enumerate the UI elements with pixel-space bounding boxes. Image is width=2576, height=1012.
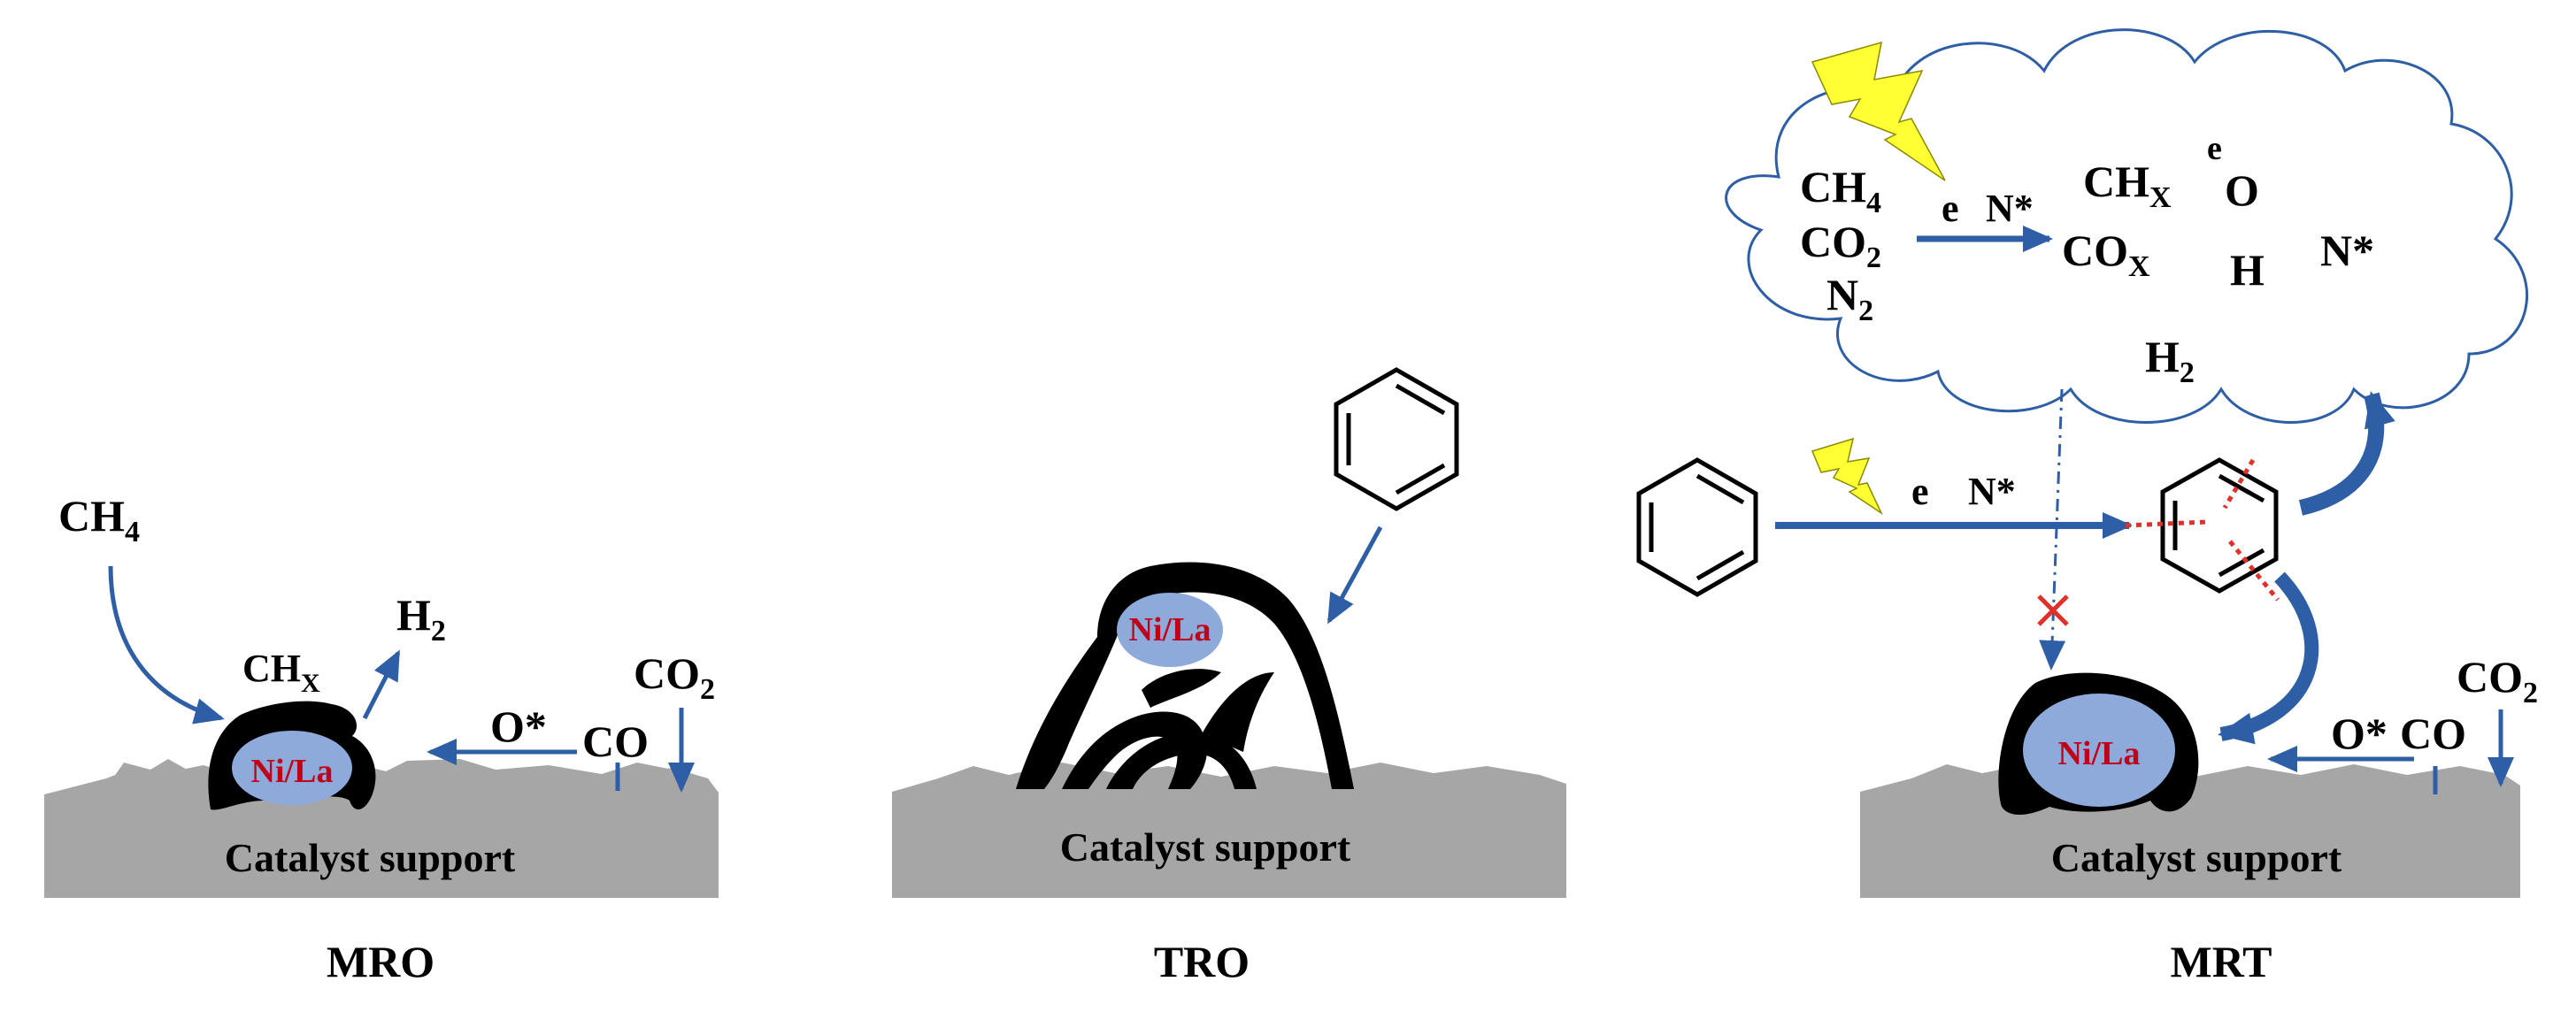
- co-label: CO: [582, 717, 649, 766]
- caption-mrt: MRT: [2171, 937, 2272, 986]
- support-label: Catalyst support: [1060, 824, 1351, 870]
- benzene-ring-icon: [1334, 367, 1459, 511]
- panel-mrt: CH4 CO2 N2 e N* CHX COX e O H N* H2 e N*: [1636, 28, 2538, 986]
- cloud-ch4-label: CH4: [1800, 162, 1881, 219]
- cloud-n-star-label: N*: [1986, 187, 2034, 230]
- to-cloud-arrow: [2298, 391, 2395, 516]
- co2-label: CO2: [2457, 652, 2538, 709]
- ch4-label: CH4: [58, 491, 140, 548]
- main-e-label: e: [1911, 470, 1929, 513]
- cloud-cox-label: COX: [2062, 226, 2150, 283]
- cloud-h-label: H: [2230, 245, 2265, 295]
- ni-la-particle: [1117, 593, 1223, 667]
- h2-release-arrow: [362, 649, 401, 720]
- plasma-cloud: [1725, 28, 2528, 424]
- caption-mro: MRO: [327, 937, 434, 986]
- cloud-n2-label: N2: [1826, 270, 1873, 327]
- cloud-chx-label: CHX: [2083, 157, 2172, 214]
- catalyst-support: [892, 763, 1566, 898]
- cloud-e-small-label: e: [2207, 130, 2222, 167]
- cloud-co2-label: CO2: [1800, 217, 1881, 274]
- cracked-benzene-ring-icon: [2160, 457, 2279, 594]
- ni-la-particle: [232, 731, 352, 805]
- o-star-label: O*: [490, 702, 547, 751]
- lightning-icon: [1811, 437, 1883, 516]
- blocked-x-icon: [2037, 594, 2069, 626]
- chx-label: CHX: [242, 647, 320, 698]
- co2-label: CO2: [634, 648, 715, 706]
- catalyst-label: Ni/La: [1129, 611, 1211, 648]
- panel-mro: Catalyst support Ni/La CH4 CHX H2 O* CO …: [44, 491, 719, 986]
- cloud-n-star-right-label: N*: [2320, 226, 2374, 275]
- bond-break-marks: [2125, 458, 2280, 602]
- co-label: CO: [2400, 709, 2466, 758]
- support-label: Catalyst support: [225, 835, 516, 880]
- panel-tro: Catalyst support Ni/La TRO: [892, 367, 1566, 986]
- to-catalyst-arrow: [2218, 571, 2319, 745]
- ch4-adsorption-arrow: [108, 565, 225, 724]
- support-label: Catalyst support: [2051, 835, 2342, 880]
- coke-filaments: [1016, 562, 1354, 789]
- benzene-ring-icon: [1636, 457, 1758, 597]
- catalyst-label: Ni/La: [2058, 735, 2141, 772]
- main-n-star-label: N*: [1968, 470, 2016, 513]
- cloud-e-label: e: [1942, 187, 1959, 230]
- catalyst-label: Ni/La: [251, 753, 334, 790]
- ni-la-particle: [2023, 694, 2175, 807]
- benzene-adsorption-arrow: [1326, 525, 1383, 625]
- h2-label: H2: [396, 590, 446, 648]
- cloud-h2-label: H2: [2145, 332, 2195, 389]
- caption-tro: TRO: [1154, 937, 1250, 986]
- cloud-o-label: O: [2225, 165, 2259, 215]
- lightning-icon: [1811, 41, 1946, 181]
- o-star-label: O*: [2331, 709, 2388, 758]
